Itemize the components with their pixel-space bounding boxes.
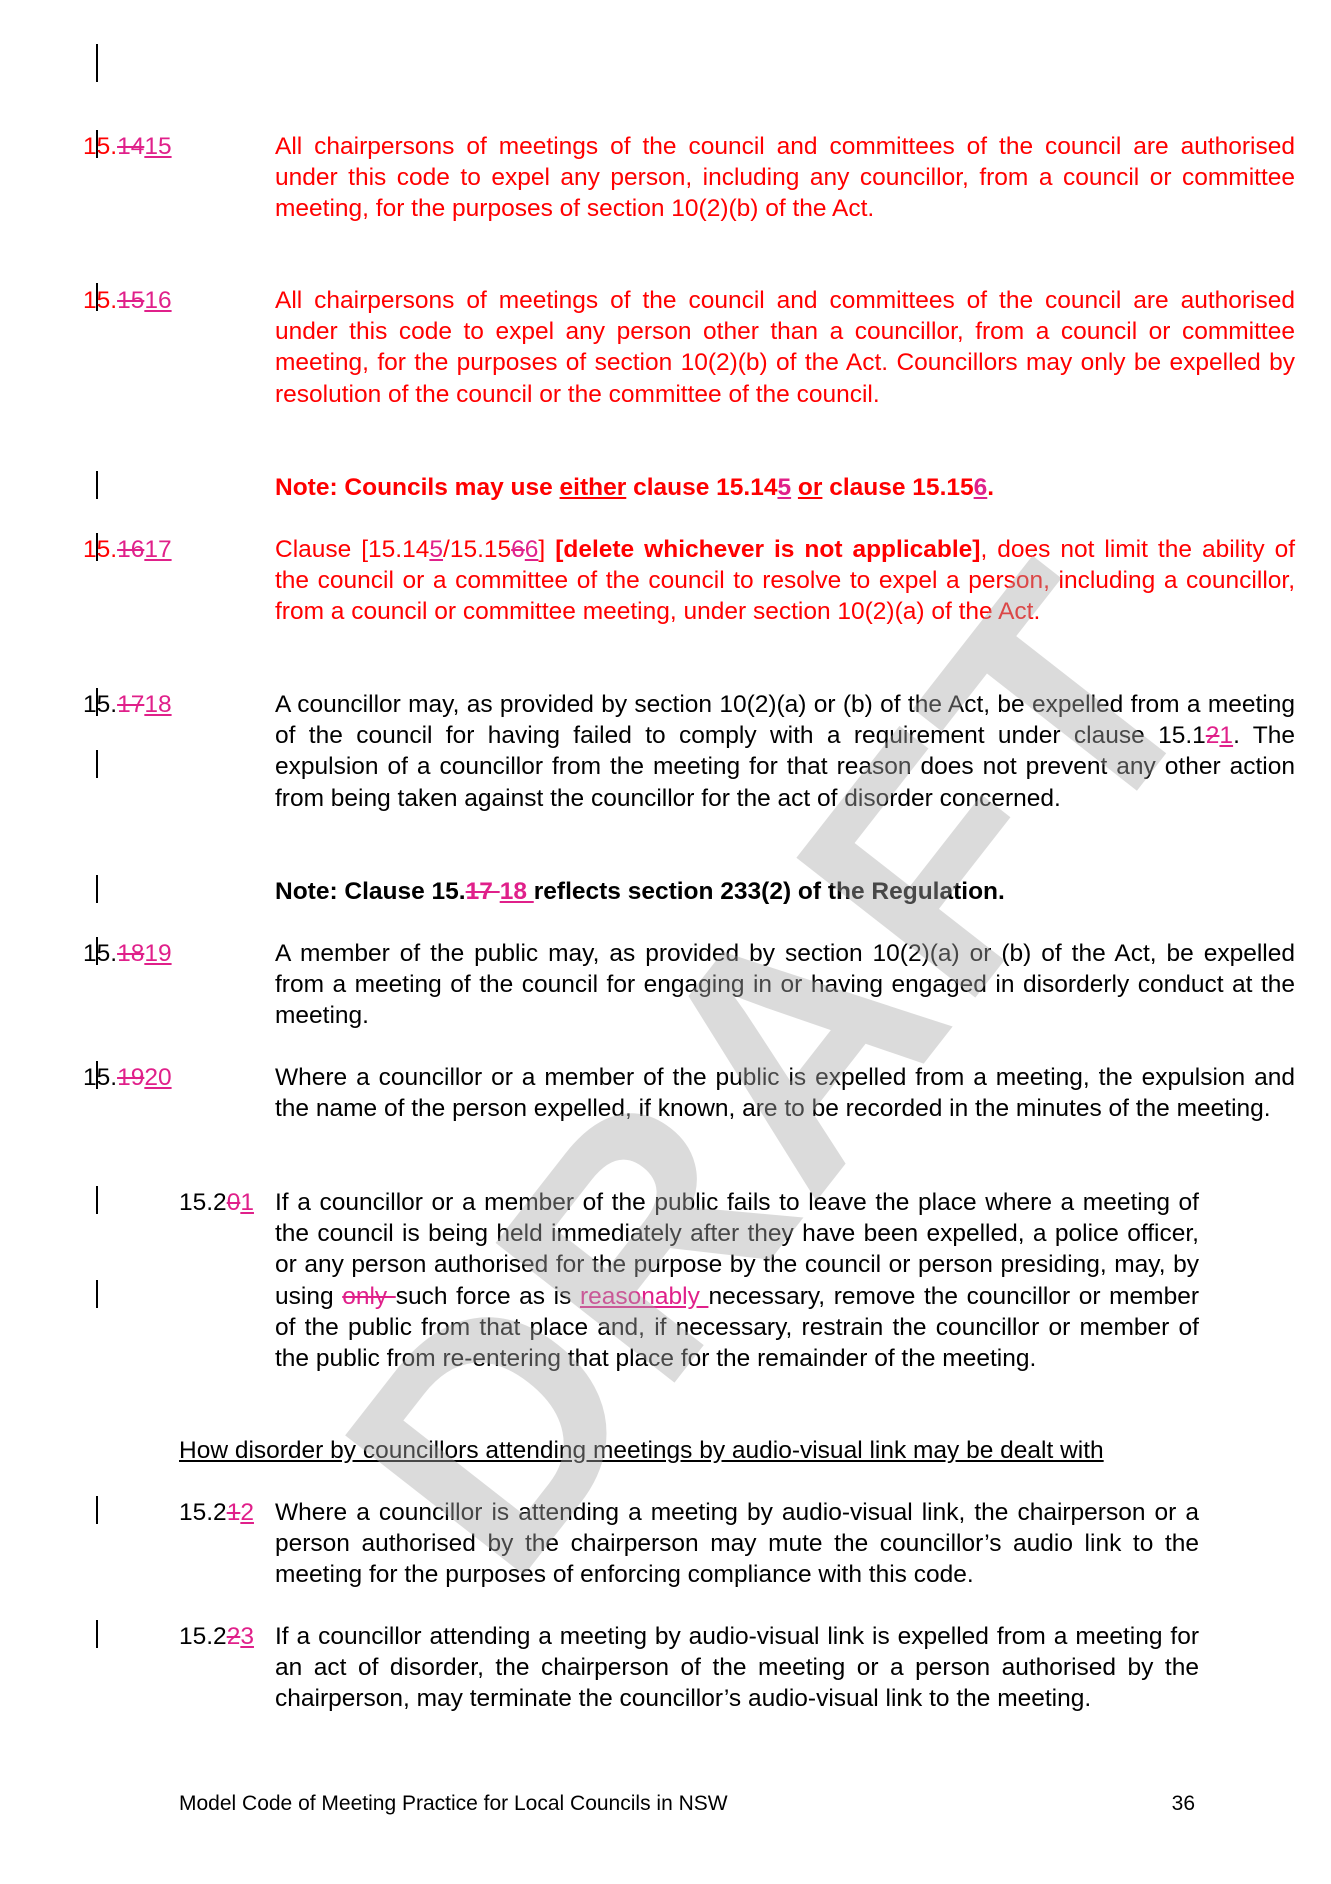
- clause-number: 15.212: [179, 1499, 254, 1526]
- note-clause-reflects: Note: Clause 15.17 18 reflects section 2…: [275, 878, 1005, 905]
- clause-number: 15.1415: [83, 133, 172, 160]
- clause-number: 15.1920: [83, 1064, 172, 1091]
- change-bar: [96, 1496, 98, 1524]
- change-bar: [96, 44, 98, 82]
- page-footer: Model Code of Meeting Practice for Local…: [179, 1791, 1195, 1817]
- section-heading: How disorder by councillors attending me…: [179, 1437, 1104, 1464]
- clause-number: 15.1819: [83, 940, 172, 967]
- change-bar: [96, 937, 98, 965]
- clause-number: 15.1617: [83, 536, 172, 563]
- change-bar: [96, 875, 98, 903]
- page-number: 36: [1171, 1792, 1195, 1815]
- change-bar: [96, 1186, 98, 1214]
- clause-text: All chairpersons of meetings of the coun…: [275, 287, 1295, 408]
- clause-number: 15.201: [179, 1189, 254, 1216]
- change-bar: [96, 1620, 98, 1648]
- footer-title: Model Code of Meeting Practice for Local…: [179, 1792, 728, 1815]
- change-bar: [96, 1061, 98, 1089]
- clause-text: All chairpersons of meetings of the coun…: [275, 133, 1295, 223]
- clause-number: 15.223: [179, 1623, 254, 1650]
- change-bar: [96, 283, 98, 311]
- change-bar: [96, 1280, 98, 1308]
- clause-15-15: 15.1415 All chairpersons of meetings of t…: [83, 131, 1295, 225]
- clause-number: 15.1516: [83, 287, 172, 314]
- clause-number: 15.1718: [83, 691, 172, 718]
- change-bar: [96, 471, 98, 499]
- change-bar: [96, 533, 98, 561]
- note-councils-may-use: Note: Councils may use either clause 15.…: [275, 474, 995, 501]
- change-bar: [96, 750, 98, 778]
- clause-15-16: 15.1516 All chairpersons of meetings of t…: [83, 285, 1295, 410]
- change-bar: [96, 130, 98, 158]
- change-bar: [96, 688, 98, 716]
